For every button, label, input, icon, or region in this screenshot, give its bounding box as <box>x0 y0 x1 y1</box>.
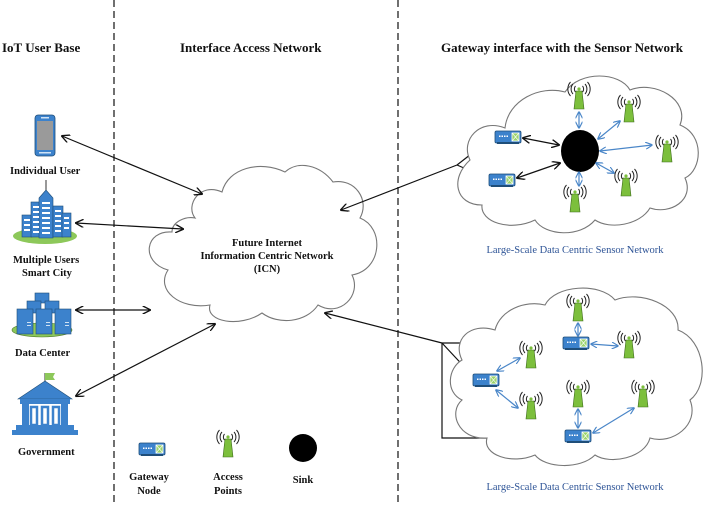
icn-title-line1: Future Internet <box>232 238 303 249</box>
gateway-node-icon <box>564 429 592 444</box>
user-label-multiple-line1: Multiple Users <box>13 255 79 266</box>
access-point-icon <box>216 429 240 458</box>
legend-access-line2: Points <box>214 486 242 497</box>
sensor-network-caption-bottom: Large-Scale Data Centric Sensor Network <box>486 482 664 493</box>
data-center-icon <box>11 292 73 338</box>
gateway-node-icon <box>472 373 500 388</box>
icn-title-line3: (ICN) <box>254 264 281 275</box>
sensor-network-caption-top: Large-Scale Data Centric Sensor Network <box>486 245 664 256</box>
sensor-cloud-bottom <box>449 287 703 467</box>
user-label-government: Government <box>18 447 75 458</box>
gateway-node-icon <box>138 442 166 457</box>
sink-node <box>561 130 599 172</box>
legend-sink-label: Sink <box>293 475 314 486</box>
user-label-data-center: Data Center <box>15 348 70 359</box>
section-title-gateway-interface: Gateway interface with the Sensor Networ… <box>441 40 684 55</box>
link-individual-icn <box>62 136 202 194</box>
government-building-icon <box>12 373 78 435</box>
link-gateway-ap <box>591 344 618 346</box>
legend-gateway-line2: Node <box>137 486 161 497</box>
link-government-icn <box>76 324 215 396</box>
link-sink-ap <box>600 145 652 151</box>
legend-gateway-line1: Gateway <box>129 472 169 483</box>
icn-title-line2: Information Centric Network <box>201 251 334 262</box>
legend: Gateway Node Access Points Sink <box>129 429 317 497</box>
icn-cloud <box>148 164 378 322</box>
gateway-node-icon <box>488 173 516 188</box>
gateway-node-icon <box>562 336 590 351</box>
link-gateway-ap <box>497 358 520 371</box>
link-gateway-sink <box>523 138 559 145</box>
link-sink-ap <box>598 121 620 139</box>
sink-icon <box>289 434 317 462</box>
user-label-individual: Individual User <box>10 166 81 177</box>
section-title-user-base: IoT User Base <box>2 40 80 55</box>
link-icn-sensor-bottom <box>325 313 443 344</box>
link-icn-sensor-top <box>341 164 458 210</box>
section-title-access-network: Interface Access Network <box>180 40 322 55</box>
link-sink-ap <box>596 163 614 173</box>
link-gateway-ap <box>593 408 634 433</box>
link-smartcity-icn <box>76 223 183 229</box>
user-label-multiple-line2: Smart City <box>22 268 73 279</box>
gateway-node-icon <box>494 130 522 145</box>
legend-access-line1: Access <box>213 472 243 483</box>
link-gateway-sink <box>517 163 560 178</box>
link-gateway-ap <box>496 390 518 408</box>
smartphone-icon <box>34 114 56 157</box>
city-buildings-icon <box>13 180 77 244</box>
